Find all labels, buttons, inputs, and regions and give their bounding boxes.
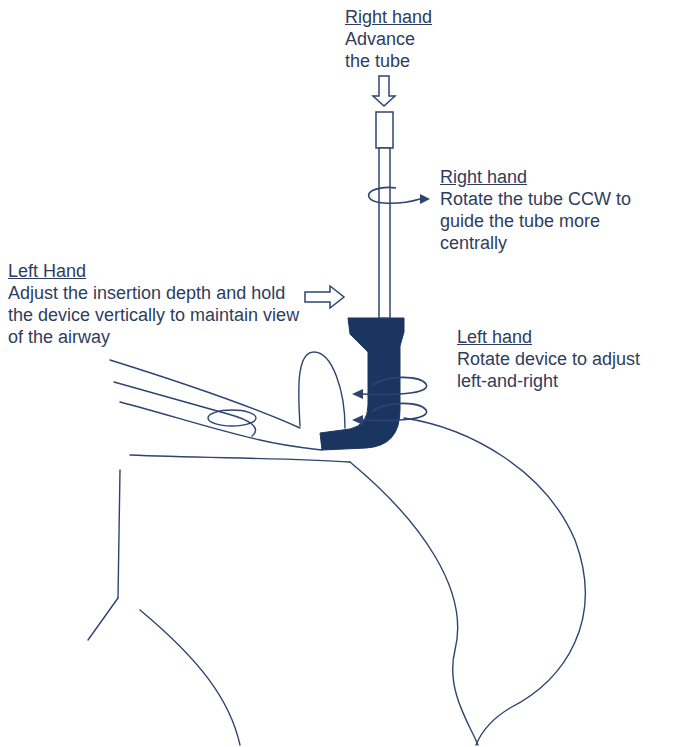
instruction-text: Advance the tube bbox=[345, 28, 435, 72]
hand-heading: Right hand bbox=[440, 166, 527, 188]
hand-heading: Right hand bbox=[345, 6, 432, 28]
instruction-text: Rotate device to adjust left-and-right bbox=[457, 348, 672, 392]
hand-heading: Left hand bbox=[457, 326, 532, 348]
hand-heading: Left Hand bbox=[8, 260, 86, 282]
instruction-text: Adjust the insertion depth and hold the … bbox=[8, 282, 300, 348]
instruction-text: Rotate the tube CCW to guide the tube mo… bbox=[440, 188, 655, 254]
